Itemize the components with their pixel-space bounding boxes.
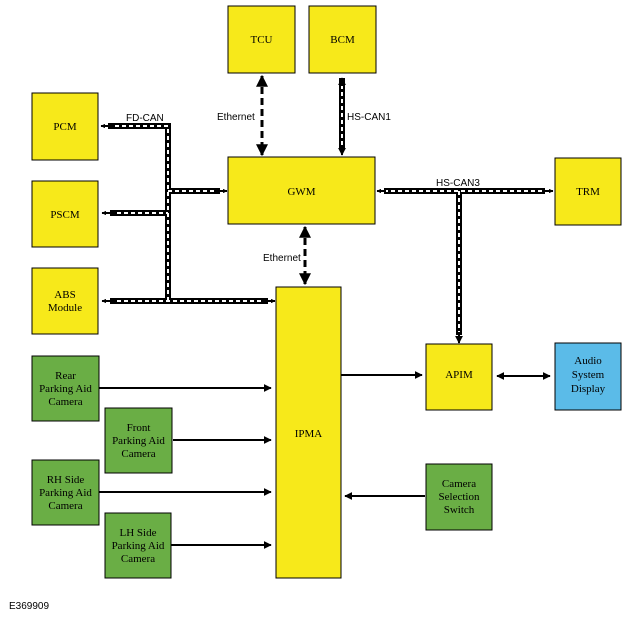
ipma-module: IPMA <box>275 286 342 579</box>
svg-text:Parking Aid: Parking Aid <box>39 383 92 395</box>
svg-text:IPMA: IPMA <box>295 428 323 440</box>
bcm-module: BCM <box>308 5 377 74</box>
svg-text:Parking Aid: Parking Aid <box>39 487 92 499</box>
apim-module: APIM <box>425 343 493 411</box>
svg-text:BCM: BCM <box>330 34 355 46</box>
svg-text:Parking Aid: Parking Aid <box>112 435 165 447</box>
hs-can1-label: HS-CAN1 <box>347 112 391 123</box>
pcm-module: PCM <box>31 92 99 161</box>
abs-module: ABS Module <box>31 267 99 335</box>
svg-text:Camera: Camera <box>48 500 82 512</box>
svg-text:Parking Aid: Parking Aid <box>112 540 165 552</box>
svg-text:Camera: Camera <box>48 396 82 408</box>
front-parking-aid-camera: Front Parking Aid Camera <box>104 407 173 474</box>
rh-side-parking-aid-camera: RH Side Parking Aid Camera <box>31 459 100 526</box>
svg-text:Camera: Camera <box>121 553 155 565</box>
svg-text:TRM: TRM <box>576 186 600 198</box>
svg-text:PSCM: PSCM <box>50 209 80 221</box>
svg-text:Selection: Selection <box>439 491 480 503</box>
svg-text:Module: Module <box>48 302 82 314</box>
svg-text:Camera: Camera <box>121 448 155 460</box>
lh-side-parking-aid-camera: LH Side Parking Aid Camera <box>104 512 172 579</box>
svg-text:Audio: Audio <box>574 355 602 367</box>
camera-selection-switch: Camera Selection Switch <box>425 463 493 531</box>
tcu-module: TCU <box>227 5 296 74</box>
pscm-module: PSCM <box>31 180 99 248</box>
audio-system-display: Audio System Display <box>554 342 622 411</box>
svg-text:TCU: TCU <box>251 34 273 46</box>
trm-module: TRM <box>554 157 622 226</box>
svg-text:PCM: PCM <box>53 121 76 133</box>
svg-text:Camera: Camera <box>442 478 476 490</box>
gwm-module: GWM <box>227 156 376 225</box>
svg-text:LH Side: LH Side <box>120 527 157 539</box>
ethernet-tcu-label: Ethernet <box>217 112 255 123</box>
svg-text:System: System <box>572 369 605 381</box>
fd-can-label: FD-CAN <box>126 113 164 124</box>
hs-can3-bus <box>376 188 554 344</box>
svg-text:ABS: ABS <box>54 289 75 301</box>
rear-parking-aid-camera: Rear Parking Aid Camera <box>31 355 100 422</box>
hs-can3-label: HS-CAN3 <box>436 178 480 189</box>
ethernet-ipma-label: Ethernet <box>263 253 301 264</box>
svg-text:GWM: GWM <box>287 186 315 198</box>
fd-can-bus <box>100 123 276 304</box>
figure-reference: E369909 <box>9 601 49 612</box>
svg-text:Switch: Switch <box>444 504 475 516</box>
svg-text:Display: Display <box>571 383 606 395</box>
svg-text:RH Side: RH Side <box>47 474 85 486</box>
svg-text:APIM: APIM <box>445 369 473 381</box>
svg-text:Rear: Rear <box>55 370 76 382</box>
svg-text:Front: Front <box>127 422 151 434</box>
